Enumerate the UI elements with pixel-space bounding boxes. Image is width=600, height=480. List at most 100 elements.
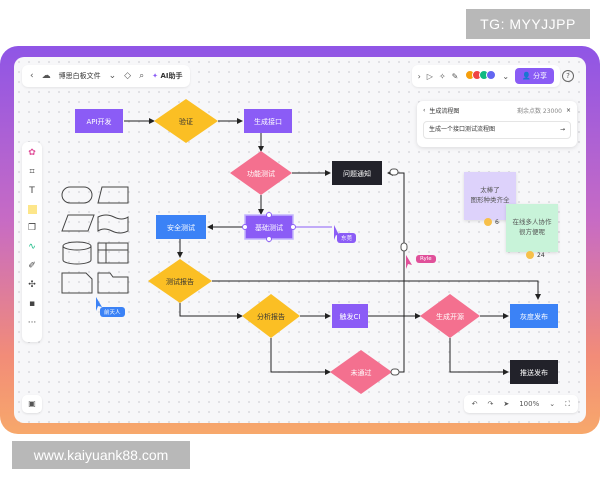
avatar-group[interactable] — [465, 70, 497, 82]
cursor-pointer-icon — [406, 255, 412, 269]
file-name[interactable]: 博思白板文件 — [58, 72, 101, 80]
fit-screen-icon[interactable]: ⛶ — [565, 399, 570, 408]
tag-icon[interactable]: ◇ — [124, 71, 132, 81]
chevron-down-icon[interactable]: ⌄ — [549, 400, 556, 408]
frame-tool-icon[interactable]: ⌗ — [29, 167, 35, 177]
edge-control-point[interactable] — [390, 368, 400, 376]
chevron-down-icon[interactable]: ⌄ — [108, 71, 117, 81]
shape-wave[interactable] — [97, 214, 129, 234]
edge-report-analysis[interactable] — [179, 303, 243, 319]
watermark-bottom: www.kaiyuank88.com — [12, 441, 190, 469]
chevron-left-icon[interactable]: ‹ — [423, 106, 426, 114]
flowchart: API开发 验证 生成接口 功能测试 问题通知 安全测试 基础测试 测试报告 分… — [75, 99, 558, 394]
cloud-icon: ☁ — [41, 71, 51, 81]
node-safety-test[interactable] — [156, 215, 206, 239]
node-trigger-ci[interactable] — [332, 304, 368, 328]
node-basic-test-label: 基础测试 — [255, 223, 283, 232]
search-icon[interactable]: ⌕ — [139, 71, 145, 81]
node-test-report-label: 测试报告 — [166, 277, 194, 286]
ai-assistant-button[interactable]: ✦ AI助手 — [152, 71, 182, 81]
node-api-dev[interactable] — [75, 109, 123, 133]
node-fail[interactable] — [330, 350, 392, 394]
pen-tool-icon[interactable]: ✐ — [28, 261, 36, 271]
avatar — [486, 70, 497, 80]
node-analysis-report[interactable] — [242, 294, 300, 338]
sticky-tool-icon[interactable] — [27, 205, 37, 214]
node-gen-release-label: 生成开源 — [436, 312, 464, 321]
node-verify-label: 验证 — [179, 117, 193, 126]
sticky-note-text: 太棒了 图形种类齐全 — [470, 186, 510, 204]
reaction-count: 6 — [495, 218, 499, 226]
redo-icon[interactable]: ↷ — [487, 400, 494, 408]
cursor-label: 前天人 — [100, 307, 125, 317]
edge-fail-notify[interactable] — [387, 170, 405, 373]
more-tools-icon[interactable]: ··· — [27, 318, 37, 328]
bottom-toolbar: ↶ ↷ ➤ 100% ⌄ ⛶ — [463, 395, 578, 413]
shape-document[interactable] — [61, 272, 93, 294]
zoom-level[interactable]: 100% — [519, 400, 540, 408]
ai-icon: ✦ — [152, 72, 158, 80]
minimap-icon: ▣ — [28, 399, 36, 408]
close-icon[interactable]: × — [565, 106, 571, 114]
undo-icon[interactable]: ↶ — [471, 400, 478, 408]
expand-icon[interactable]: › — [417, 71, 421, 81]
reaction-count: 24 — [537, 251, 545, 259]
sticky-note-text: 在线多人协作 很方便呢 — [512, 218, 552, 236]
text-tool-icon[interactable]: T — [29, 186, 35, 196]
node-gray-release-label: 灰度发布 — [520, 312, 548, 321]
node-gray-release[interactable] — [510, 304, 558, 328]
selection-handle[interactable] — [242, 224, 248, 230]
node-test-report[interactable] — [148, 259, 212, 303]
user-icon: 👤 — [522, 72, 531, 80]
chevron-left-icon[interactable]: ‹ — [30, 71, 34, 81]
play-icon[interactable]: ▷ — [426, 71, 433, 81]
sticky-note-green[interactable]: 在线多人协作 很方便呢 — [506, 204, 558, 252]
edge-release-push[interactable] — [449, 338, 509, 375]
shape-tab[interactable] — [97, 186, 129, 204]
selection-handle[interactable] — [266, 212, 272, 218]
ai-panel-header: ‹ 生成流程图 剩余点数 23000 × — [417, 101, 577, 119]
edge-report-gray[interactable] — [212, 280, 541, 300]
shape-stadium[interactable] — [61, 186, 93, 204]
minimap-button[interactable]: ▣ — [22, 395, 42, 413]
edge-control-point[interactable] — [400, 242, 408, 252]
cursor-pointer-icon — [96, 297, 102, 311]
node-notify[interactable] — [332, 161, 382, 185]
node-gen-release[interactable] — [420, 294, 480, 338]
connector-tool-icon[interactable]: ∿ — [28, 242, 36, 252]
send-icon[interactable]: → — [559, 126, 565, 133]
ai-prompt-input[interactable]: 生成一个接口测试流程图 → — [423, 121, 571, 139]
reaction-badge[interactable]: 24 — [526, 251, 545, 259]
node-gen-api[interactable] — [244, 109, 292, 133]
edge-analysis-fail[interactable] — [270, 338, 331, 375]
shape-cylinder[interactable] — [62, 241, 92, 265]
node-func-test[interactable] — [230, 151, 292, 195]
ai-prompt-text: 生成一个接口测试流程图 — [429, 126, 496, 133]
pointer-icon[interactable]: ➤ — [503, 400, 510, 408]
selection-handle[interactable] — [266, 236, 272, 242]
share-button[interactable]: 👤 分享 — [515, 68, 554, 84]
shape-folder[interactable] — [97, 272, 129, 294]
reaction-badge[interactable]: 6 — [484, 218, 499, 226]
template-tool-icon[interactable]: ▪ — [28, 299, 36, 309]
selection-handle[interactable] — [290, 224, 296, 230]
more-icon[interactable]: ⌄ — [502, 71, 510, 81]
top-toolbar: ‹ ☁ 博思白板文件 ⌄ ◇ ⌕ ✦ AI助手 — [22, 65, 191, 87]
celebrate-icon[interactable]: ✧ — [438, 71, 446, 81]
points-remaining: 剩余点数 23000 — [516, 107, 562, 115]
edge-control-point[interactable] — [389, 168, 399, 176]
node-push-release[interactable] — [510, 360, 558, 384]
node-notify-label: 问题通知 — [343, 169, 371, 178]
shape-table[interactable] — [97, 242, 129, 264]
shape-tool-icon[interactable]: ❐ — [27, 223, 37, 233]
comment-icon[interactable]: ✎ — [451, 71, 459, 81]
emoji-icon — [484, 218, 492, 226]
emoji-icon — [526, 251, 534, 259]
help-icon[interactable]: ? — [562, 70, 574, 82]
mindmap-tool-icon[interactable]: ✣ — [28, 280, 36, 290]
node-api-dev-label: API开发 — [86, 117, 111, 126]
node-push-release-label: 推送发布 — [520, 368, 548, 377]
node-verify[interactable] — [154, 99, 218, 143]
shape-library — [61, 186, 129, 294]
shape-parallelogram[interactable] — [61, 214, 95, 232]
